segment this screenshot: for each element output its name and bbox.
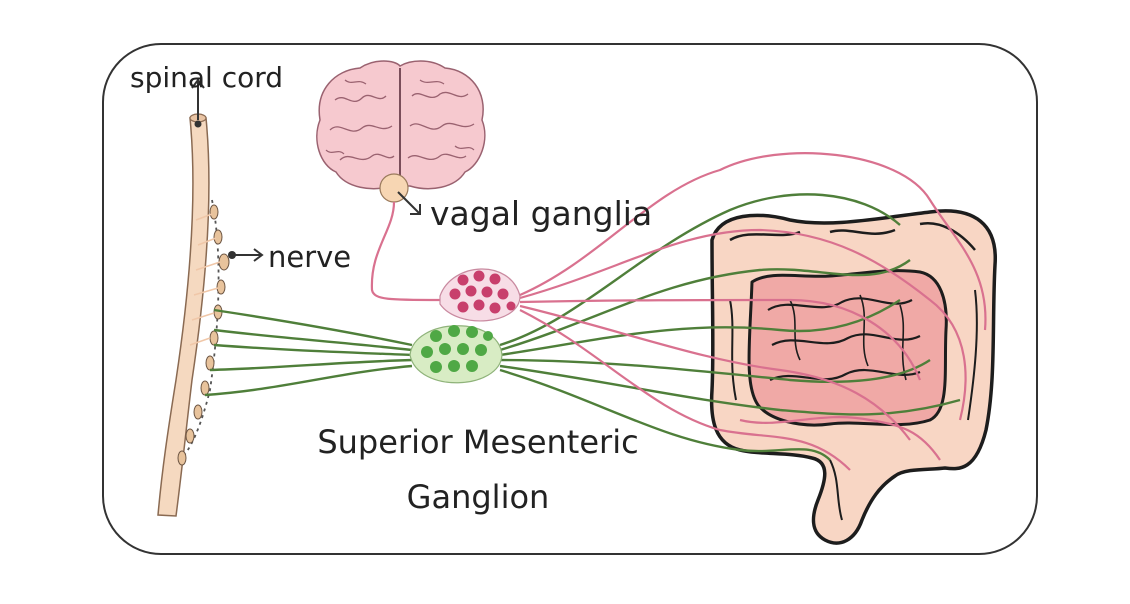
- spinal-cord: [157, 113, 210, 517]
- nerve-chain: [177, 199, 230, 466]
- arrow-right-icon: [228, 248, 264, 262]
- intestines: [709, 209, 997, 545]
- superior-mesenteric-ganglion: [409, 325, 503, 384]
- brain: [316, 60, 486, 190]
- spinal-cord-label: spinal cord: [130, 61, 283, 94]
- sympathetic-fibers-to-ganglion: [204, 308, 413, 397]
- vagal-ganglia-label: vagal ganglia: [430, 194, 652, 233]
- arrow-up-icon: [191, 78, 205, 120]
- vagal-ganglion-cluster: [439, 268, 521, 322]
- smg-label-line1: Superior Mesenteric: [317, 423, 638, 461]
- arrow-down-right-icon: [397, 191, 421, 215]
- nerve-label: nerve: [268, 240, 351, 274]
- smg-label-line2: Ganglion: [407, 478, 550, 516]
- vagal-fibers: [370, 152, 987, 471]
